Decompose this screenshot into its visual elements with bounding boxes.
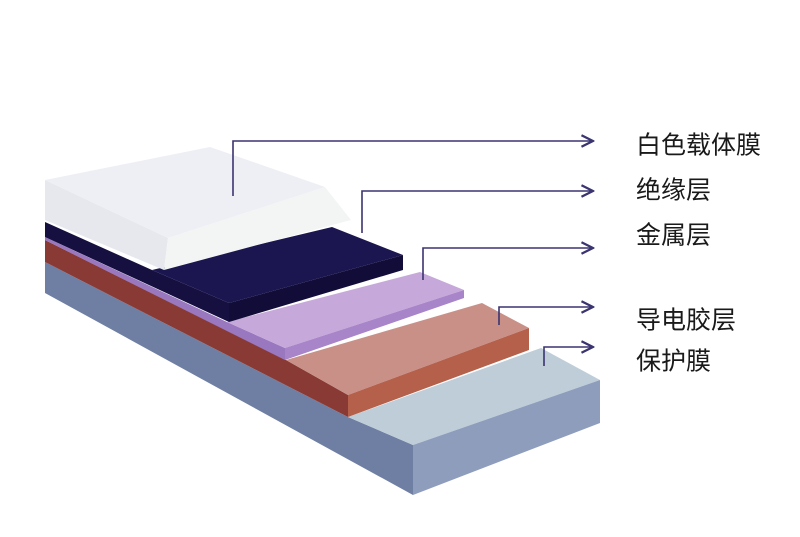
layer-metal <box>45 237 464 360</box>
leader-arrow-protective-film <box>543 347 593 366</box>
leader-arrow-insulation <box>361 191 593 233</box>
label-metal: 金属层 <box>636 220 712 250</box>
label-protective-film: 保护膜 <box>636 346 712 376</box>
layer-conductive-adhesive <box>45 240 529 417</box>
leader-arrow-metal <box>422 248 593 280</box>
layer-white-carrier <box>45 147 351 270</box>
layer-insulation <box>45 222 403 322</box>
leader-lines <box>232 141 593 366</box>
label-insulation: 绝缘层 <box>636 175 712 205</box>
label-conductive-adhesive: 导电胶层 <box>636 305 737 335</box>
leader-arrow-conductive-adhesive <box>498 307 593 325</box>
leader-arrow-white-carrier <box>232 141 593 196</box>
label-white-carrier: 白色载体膜 <box>636 130 762 160</box>
layer-protective-film <box>45 262 600 495</box>
